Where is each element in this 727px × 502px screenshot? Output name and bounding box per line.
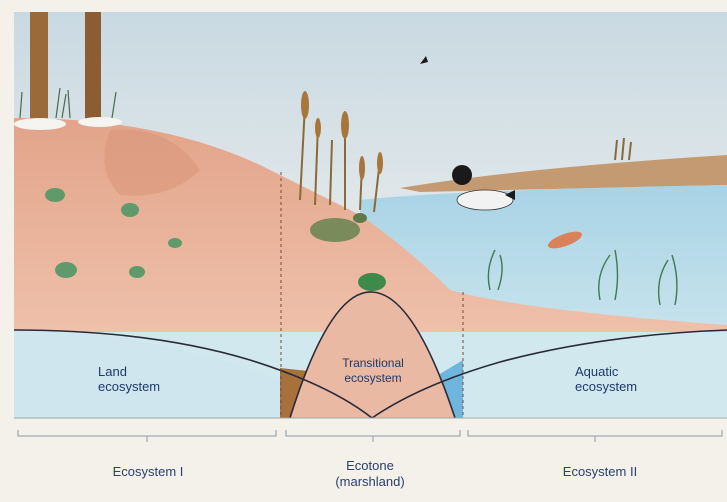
bracket-ecotone [286,430,460,442]
frog [358,273,386,291]
bracket-ecosystem-2 [468,430,722,442]
duck-head [452,165,472,185]
turtle [310,218,360,242]
turtle-head [353,213,367,223]
bracket-ecosystem-1 [18,430,276,442]
snow-patch-1 [14,118,66,130]
snow-patch-2 [78,117,122,127]
transitional-ecosystem-label: Transitional ecosystem [323,356,423,386]
ecosystem-1-label: Ecosystem I [88,464,208,480]
duck-body [457,190,513,210]
ecotone-label: Ecotone (marshland) [310,458,430,490]
ecosystem-2-label: Ecosystem II [540,464,660,480]
tree-trunk-2 [85,12,101,120]
aquatic-ecosystem-label: Aquatic ecosystem [575,364,637,394]
land-ecosystem-label: Land ecosystem [98,364,160,394]
tree-trunk-1 [30,12,48,124]
